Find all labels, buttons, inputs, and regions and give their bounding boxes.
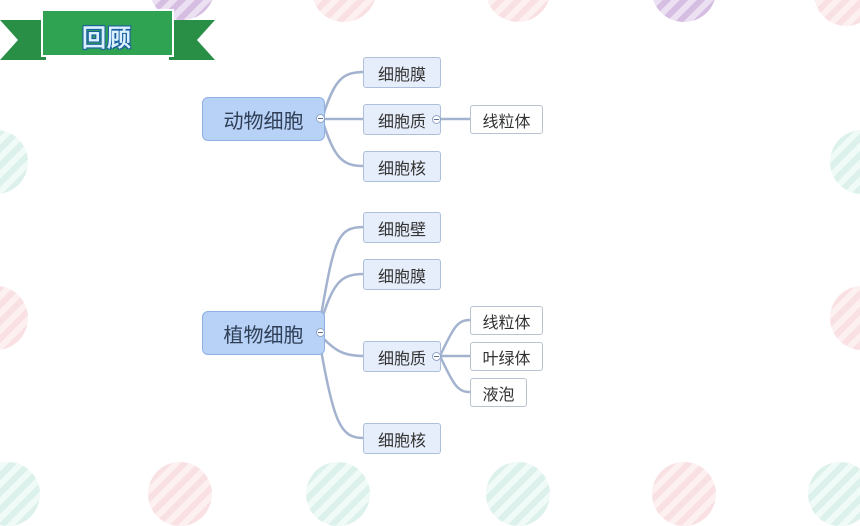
plant-wall-node[interactable]: 细胞壁 — [363, 212, 441, 243]
collapse-icon[interactable] — [432, 115, 441, 124]
node-label: 细胞核 — [377, 430, 426, 450]
animal-nucleus-node[interactable]: 细胞核 — [363, 151, 441, 182]
root-label: 植物细胞 — [223, 322, 304, 347]
node-label: 细胞膜 — [377, 64, 426, 84]
node-label: 细胞核 — [377, 158, 426, 178]
node-label: 细胞质 — [377, 348, 426, 368]
node-label: 线粒体 — [482, 111, 531, 131]
node-label: 细胞壁 — [377, 219, 426, 239]
animal-mitochondria-node[interactable]: 线粒体 — [470, 105, 543, 134]
plant-cell-root[interactable]: 植物细胞 — [202, 311, 325, 355]
plant-vacuole-node[interactable]: 液泡 — [470, 378, 527, 407]
ribbon-shape — [0, 9, 215, 60]
plant-nucleus-node[interactable]: 细胞核 — [363, 423, 441, 454]
banner-title: 回顾 — [82, 24, 132, 52]
decorative-dot — [486, 0, 550, 22]
plant-cytoplasm-node[interactable]: 细胞质 — [363, 341, 441, 372]
plant-membrane-node[interactable]: 细胞膜 — [363, 259, 441, 290]
review-banner: 回顾 — [0, 4, 215, 64]
collapse-icon[interactable] — [316, 114, 325, 123]
node-label: 线粒体 — [482, 312, 531, 332]
decorative-dot — [312, 0, 376, 22]
plant-mitochondria-node[interactable]: 线粒体 — [470, 306, 543, 335]
node-label: 细胞质 — [377, 111, 426, 131]
node-label: 液泡 — [482, 384, 515, 404]
node-label: 细胞膜 — [377, 266, 426, 286]
root-label: 动物细胞 — [223, 108, 304, 133]
collapse-icon[interactable] — [316, 328, 325, 337]
animal-cytoplasm-node[interactable]: 细胞质 — [363, 104, 441, 135]
decorative-dot — [652, 0, 716, 22]
plant-chloroplast-node[interactable]: 叶绿体 — [470, 342, 543, 371]
node-label: 叶绿体 — [482, 348, 531, 368]
animal-cell-root[interactable]: 动物细胞 — [202, 97, 325, 141]
collapse-icon[interactable] — [432, 352, 441, 361]
animal-membrane-node[interactable]: 细胞膜 — [363, 57, 441, 88]
